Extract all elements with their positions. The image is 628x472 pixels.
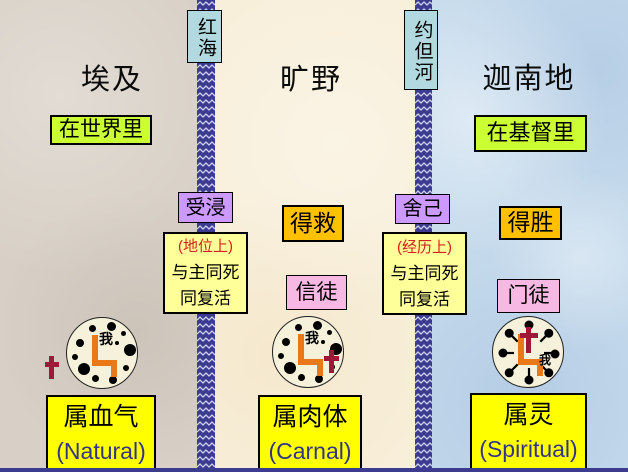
deny-self-label: 舍己 [395, 194, 450, 224]
nature-label-zh: 属灵 [503, 401, 554, 429]
nature-label-zh: 属肉体 [272, 403, 348, 431]
self-off-throne: 我 [539, 353, 552, 367]
positional-note: (地位上) 与主同死 同复活 [163, 232, 248, 314]
ordered-dots [498, 320, 560, 385]
experiential-note: (经历上) 与主同死 同复活 [382, 232, 467, 315]
region-wilderness [215, 0, 415, 472]
bottom-edge-bar [0, 468, 628, 472]
note-line: 同复活 [399, 289, 450, 309]
cross-inside-icon [324, 350, 339, 373]
victory-label: 得胜 [499, 206, 562, 240]
nature-label-en: (Carnal) [268, 437, 352, 464]
self-on-throne: 我 [99, 331, 113, 347]
note-line: 与主同死 [171, 263, 240, 282]
self-on-throne: 我 [305, 330, 319, 346]
cross-on-throne-icon [520, 327, 538, 353]
baptism-label: 受浸 [178, 192, 233, 223]
note-line: 与主同死 [390, 263, 459, 283]
spiritual-man-box: 属灵 (Spiritual) [470, 393, 587, 472]
canaan-title: 迦南地 [482, 63, 576, 95]
cross-outside-icon [45, 356, 59, 379]
nature-label-en: (Natural) [56, 437, 146, 464]
in-the-world-label: 在世界里 [50, 115, 152, 145]
nature-label-en: (Spiritual) [479, 435, 578, 462]
heart-circle-natural: 我 [66, 317, 138, 389]
heart-circle-spiritual: 我 [492, 316, 564, 388]
carnal-man-box: 属肉体 (Carnal) [258, 395, 362, 472]
nature-label-zh: 属血气 [63, 403, 139, 431]
note-heading: (地位上) [178, 238, 233, 255]
saved-label: 得救 [282, 205, 344, 242]
note-line: 同复活 [180, 289, 231, 308]
heart-circle-carnal: 我 [272, 316, 344, 388]
note-heading: (经历上) [397, 238, 452, 256]
jordan-river-label: 约但河 [404, 10, 438, 90]
in-christ-label: 在基督里 [474, 115, 587, 152]
wilderness-title: 旷野 [279, 64, 342, 96]
natural-man-box: 属血气 (Natural) [46, 395, 156, 472]
disciple-label: 门徒 [497, 279, 560, 313]
red-sea-label: 红海 [187, 10, 222, 63]
egypt-title: 埃及 [80, 64, 143, 96]
believer-label: 信徒 [286, 275, 347, 310]
